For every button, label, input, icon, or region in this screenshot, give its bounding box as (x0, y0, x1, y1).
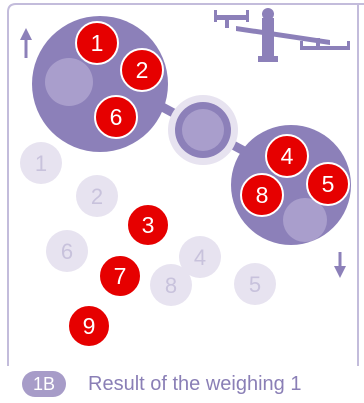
coin-left-pan: 2 (120, 48, 164, 92)
arrow-down-icon (334, 252, 346, 278)
arrow-up-icon (20, 28, 32, 58)
caption: 1B Result of the weighing 1 (22, 371, 301, 397)
faded-coin-label: 5 (249, 272, 261, 297)
faded-coin-label: 8 (165, 273, 177, 298)
coin-label: 1 (91, 30, 104, 56)
coin-left-pan: 6 (94, 95, 138, 139)
faded-coin-label: 6 (61, 239, 73, 264)
faded-coin: 6 (46, 230, 88, 272)
coin-right-pan: 8 (240, 173, 284, 217)
coin-label: 8 (256, 182, 269, 208)
balance-pivot-inner (182, 109, 224, 151)
coin-label: 5 (322, 171, 335, 197)
coin-label: 4 (281, 143, 294, 169)
coin-label: 2 (136, 57, 149, 83)
faded-coin: 5 (234, 263, 276, 305)
faded-coin-label: 4 (194, 245, 206, 270)
balance-scale-icon (214, 8, 350, 62)
left-pan-empty-slot (45, 58, 93, 106)
coin-off-scale: 9 (67, 304, 111, 348)
faded-coin: 4 (179, 236, 221, 278)
coin-left-pan: 1 (75, 21, 119, 65)
coin-off-scale: 3 (126, 203, 170, 247)
coin-label: 3 (142, 212, 155, 238)
right-pan-empty-slot (283, 198, 327, 242)
coin-off-scale: 7 (98, 254, 142, 298)
caption-badge: 1B (22, 371, 66, 397)
coin-right-pan: 4 (265, 134, 309, 178)
coin-label: 6 (110, 104, 123, 130)
coin-label: 7 (114, 263, 127, 289)
faded-coin-label: 1 (35, 151, 47, 176)
faded-coin-label: 2 (91, 184, 103, 209)
faded-coin: 2 (76, 175, 118, 217)
coin-label: 9 (83, 313, 96, 339)
coin-right-pan: 5 (306, 162, 350, 206)
faded-coin: 1 (20, 142, 62, 184)
faded-coin: 8 (150, 264, 192, 306)
diagram-frame (7, 3, 364, 366)
caption-text: Result of the weighing 1 (88, 372, 302, 395)
